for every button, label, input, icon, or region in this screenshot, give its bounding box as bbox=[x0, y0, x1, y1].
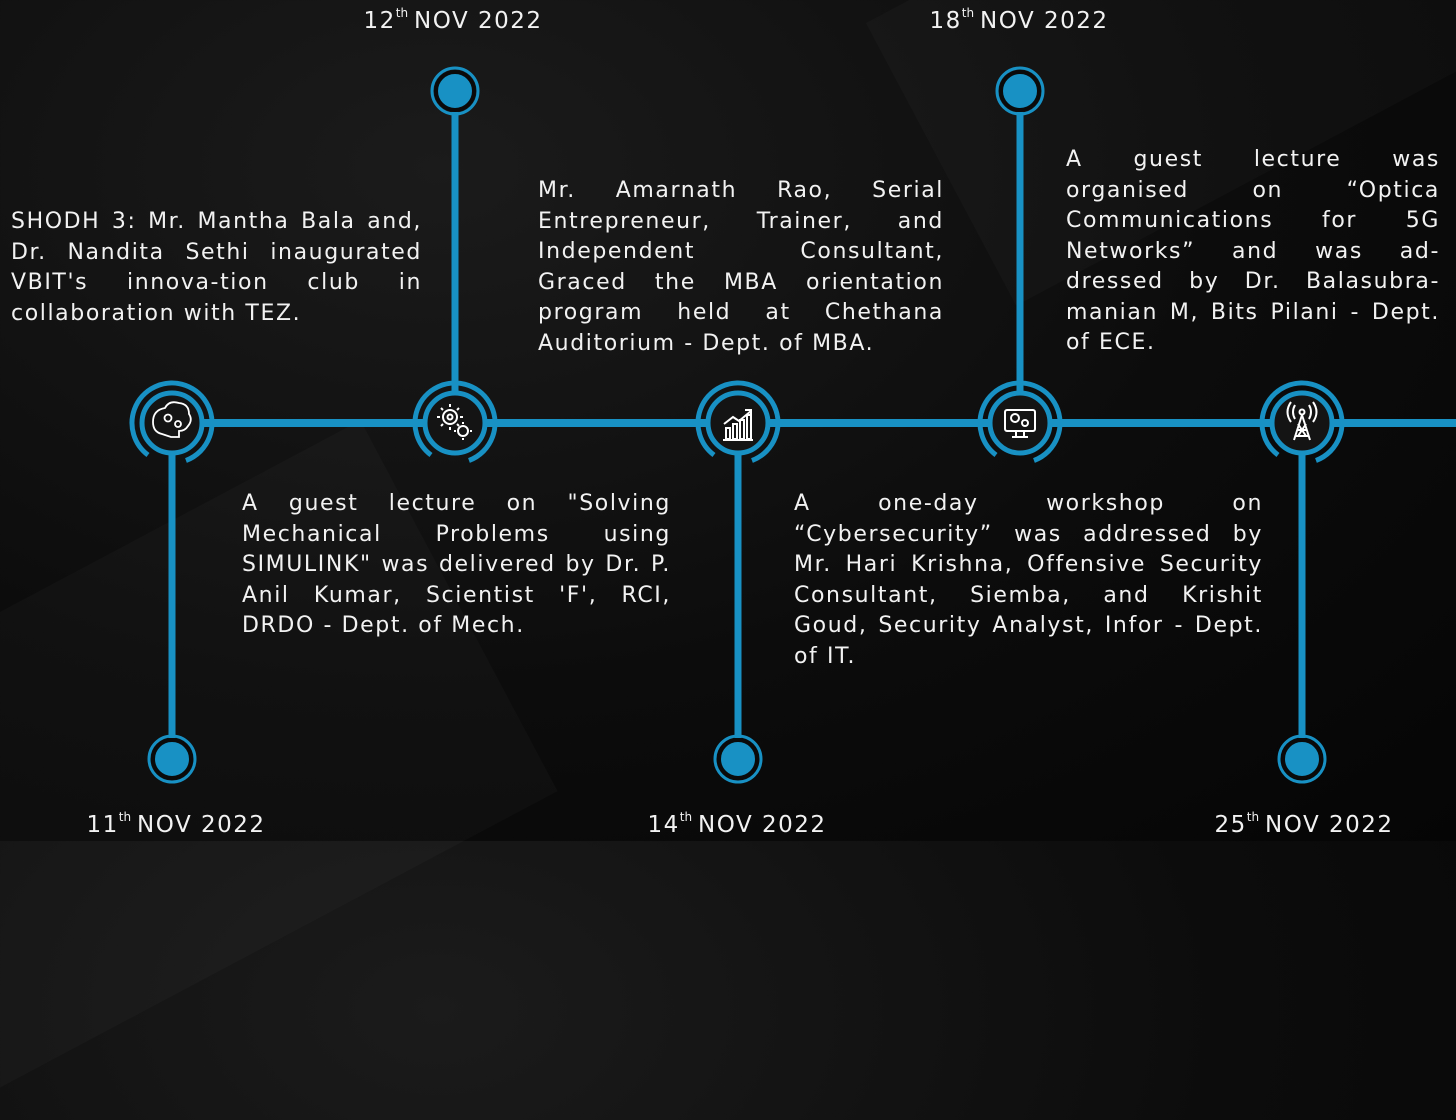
timeline-graphic bbox=[129, 66, 1456, 784]
event-description-25-nov: A guest lecture was organised on “Optica… bbox=[1066, 147, 1440, 355]
event-description-18-nov: A one-day workshop on “Cybersecurity” wa… bbox=[794, 491, 1263, 669]
antenna-tower-icon bbox=[1286, 401, 1318, 441]
event-description-11-nov: SHODH 3: Mr. Mantha Bala and, Dr. Nandit… bbox=[11, 209, 422, 326]
brain-gears-icon bbox=[152, 401, 192, 438]
growth-chart-icon bbox=[723, 409, 753, 441]
end-node-25-nov bbox=[1281, 738, 1323, 780]
end-node-18-nov bbox=[999, 70, 1041, 112]
hub-node-25-nov bbox=[1259, 380, 1345, 466]
event-description-12-nov: A guest lecture on "Solving Mechanical P… bbox=[242, 491, 671, 638]
end-node-11-nov bbox=[151, 738, 193, 780]
computer-settings-icon bbox=[1004, 409, 1036, 438]
event-description-14-nov: Mr. Amarnath Rao, Serial Entrepreneur, T… bbox=[538, 178, 944, 356]
hub-node-18-nov bbox=[977, 380, 1063, 466]
end-node-14-nov bbox=[717, 738, 759, 780]
gears-icon bbox=[437, 404, 472, 440]
end-node-12-nov bbox=[434, 70, 476, 112]
